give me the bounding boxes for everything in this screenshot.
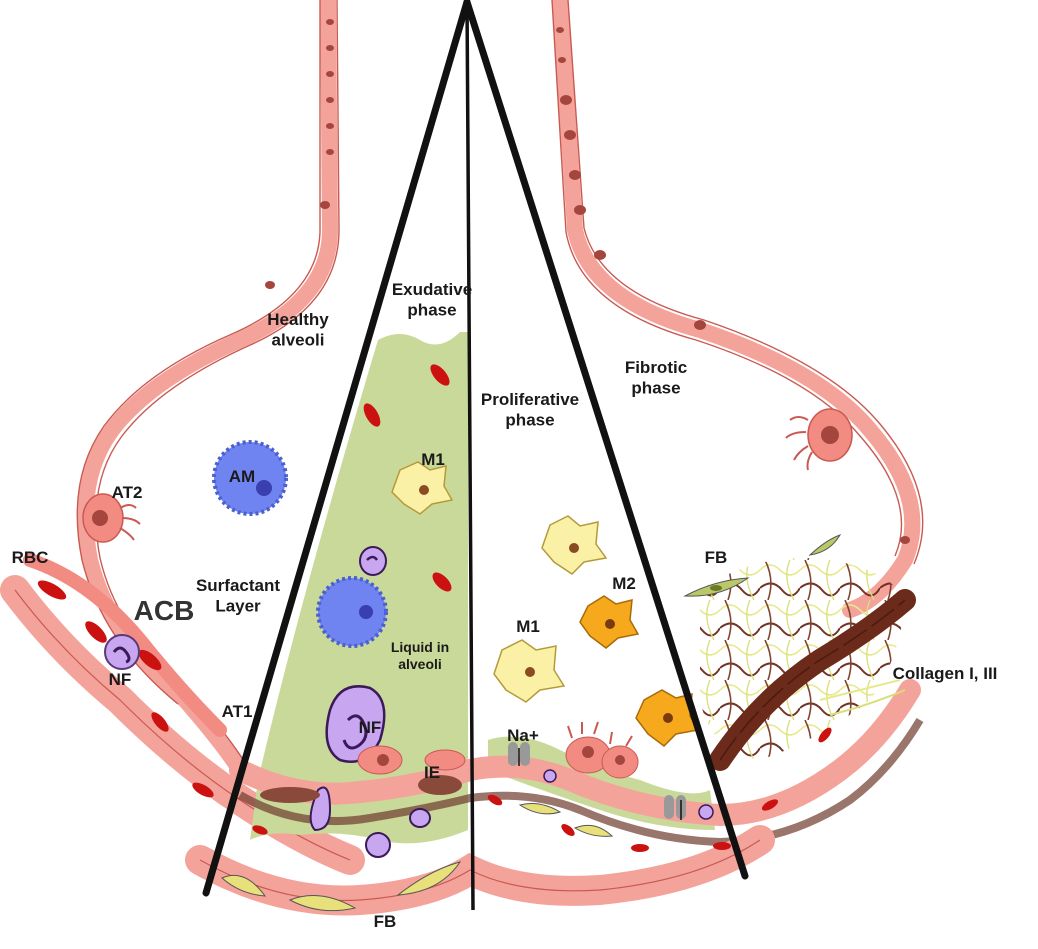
phase-dividers: [202, 0, 749, 911]
injured-epithelium: [260, 745, 466, 803]
fibroblasts: [221, 534, 842, 912]
label-collagen: Collagen I, III: [893, 664, 998, 683]
label-nf-center: NF: [359, 718, 382, 737]
label-ie: IE: [424, 763, 440, 782]
at2-cell: [82, 493, 141, 543]
label-na: Na+: [507, 726, 539, 745]
proliferating-at2: [565, 721, 639, 779]
sodium-channels: [508, 742, 686, 820]
label-at1: AT1: [222, 702, 253, 721]
m1-macrophages: [391, 461, 608, 703]
label-m2: M2: [612, 574, 636, 593]
neutrophils: [104, 546, 714, 858]
m2-macrophages: [579, 595, 700, 747]
label-m1-exudative: M1: [421, 450, 445, 469]
red-blood-cells: [37, 364, 832, 852]
label-m1-proliferative: M1: [516, 617, 540, 636]
label-acb: ACB: [134, 595, 195, 626]
at2-cell-right: [785, 408, 853, 471]
label-fb-top: FB: [705, 548, 728, 567]
label-am: AM: [229, 467, 255, 486]
collagen-mass: [700, 558, 916, 771]
alveolar-macrophage: [212, 440, 388, 648]
label-nf-left: NF: [109, 670, 132, 689]
label-fb-bottom: FB: [374, 912, 397, 931]
label-rbc: RBC: [12, 548, 49, 567]
label-at2: AT2: [112, 483, 143, 502]
